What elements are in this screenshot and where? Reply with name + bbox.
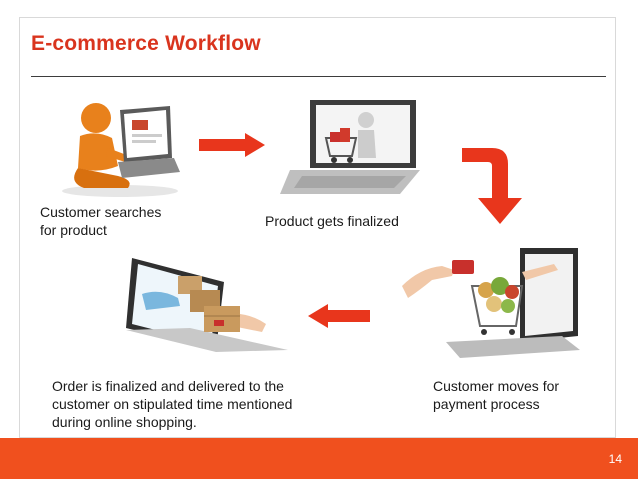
step-1-label-line-2: for product <box>40 222 107 238</box>
customer-searching-illustration <box>58 96 186 198</box>
step-2-label-line-1: Product gets finalized <box>265 213 399 229</box>
slide-frame <box>19 17 616 438</box>
step-1-label: Customer searches for product <box>40 203 161 239</box>
arrow-curved-down-icon <box>462 142 534 224</box>
order-delivered-illustration <box>120 254 292 366</box>
step-3-label: Customer moves for payment process <box>433 377 559 413</box>
arrow-right-icon <box>199 133 265 157</box>
step-4-label-line-3: during online shopping. <box>52 414 197 430</box>
step-4-label-line-2: customer on stipulated time mentioned <box>52 396 293 412</box>
title-underline <box>31 76 606 77</box>
product-finalized-illustration <box>280 96 422 198</box>
step-2-label: Product gets finalized <box>265 212 399 230</box>
footer-bar: 14 <box>0 438 638 479</box>
step-1-label-line-1: Customer searches <box>40 204 162 220</box>
arrow-left-icon <box>308 304 370 328</box>
step-3-label-line-1: Customer moves for <box>433 378 560 394</box>
slide-title: E-commerce Workflow <box>31 32 261 55</box>
payment-process-illustration <box>402 246 582 366</box>
step-4-label: Order is finalized and delivered to the … <box>52 377 292 431</box>
page-number: 14 <box>608 452 622 466</box>
step-4-label-line-1: Order is finalized and delivered to the <box>52 378 284 394</box>
step-3-label-line-2: payment process <box>433 396 540 412</box>
